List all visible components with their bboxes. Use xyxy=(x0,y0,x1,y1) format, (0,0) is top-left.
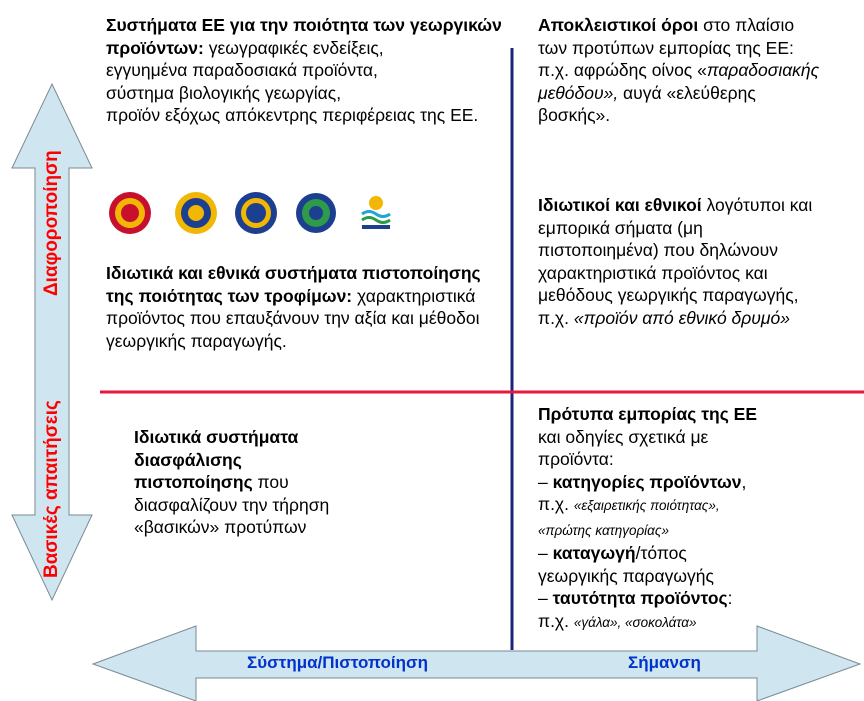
outermost-region-logo-icon xyxy=(361,196,391,229)
private-logos-example: «προϊόν από εθνικό δρυμό» xyxy=(573,307,790,328)
reserved-terms-text: Αποκλειστικοί όροι στο πλαίσιο των προτύ… xyxy=(538,14,828,127)
private-national-certification-text: Ιδιωτικά και εθνικά συστήματα πιστοποίησ… xyxy=(106,262,496,352)
horizontal-label-left: Σύστημα/Πιστοποίηση xyxy=(247,653,428,672)
marketing-standards-line3: προϊόντα: xyxy=(538,449,614,469)
marketing-standards-line2: και οδηγίες σχετικά με xyxy=(538,426,709,447)
item2-rest: /τόπος xyxy=(635,543,687,563)
marketing-standards-text: Πρότυπα εμπορίας της ΕΕ και οδηγίες σχετ… xyxy=(538,403,864,634)
vertical-label-top: Διαφοροποίηση xyxy=(41,150,62,296)
private-assurance-text: Ιδιωτικά συστήματα διασφάλισης πιστοποίη… xyxy=(134,426,344,539)
private-logos-title: Ιδιωτικοί και εθνικοί xyxy=(538,195,702,215)
item3-example: «γάλα», «σοκολάτα» xyxy=(573,614,697,630)
item3-dash: – xyxy=(538,588,553,608)
organic-seal-icon xyxy=(296,193,336,233)
item1-px: π.χ. xyxy=(538,494,574,514)
vertical-double-arrow xyxy=(11,82,93,602)
pdo-seal-icon xyxy=(109,192,151,234)
private-assurance-body: που διασφαλίζουν την τήρηση «βασικών» πρ… xyxy=(134,472,330,537)
eu-quality-schemes-geo: γεωγραφικές ενδείξεις, xyxy=(203,37,384,58)
private-logos-body: λογότυποι και εμπορικά σήματα (μη πιστοπ… xyxy=(538,195,813,328)
private-national-certification-title: Ιδιωτικά και εθνικά συστήματα πιστοποίησ… xyxy=(106,263,481,306)
item2-line2: γεωργικής παραγωγής xyxy=(538,565,714,586)
product-identity-label: ταυτότητα προϊόντος xyxy=(552,588,728,608)
vertical-label-bottom: Βασικές απαιτήσεις xyxy=(41,400,62,578)
reserved-terms-end: αυγά «ελεύθερης βοσκής». xyxy=(538,82,756,126)
horizontal-label-right: Σήμανση xyxy=(628,653,701,672)
item2-dash: – xyxy=(538,543,553,563)
product-categories-label: κατηγορίες προϊόντων xyxy=(552,471,742,492)
item1-example-2: «πρώτης κατηγορίας» xyxy=(538,522,669,538)
marketing-standards-title: Πρότυπα εμπορίας της ΕΕ xyxy=(538,404,758,424)
eu-quality-schemes-outermost: προϊόν εξόχως απόκεντρης περιφέρειας της… xyxy=(106,105,479,125)
item1-example-1: «εξαιρετικής ποιότητας», xyxy=(573,498,720,513)
horizontal-double-arrow xyxy=(91,625,862,701)
eu-quality-schemes-organic: σύστημα βιολογικής γεωργίας, xyxy=(106,82,342,103)
item1-end: , xyxy=(741,471,747,492)
eu-quality-schemes-title: Συστήματα ΕΕ για την ποιότητα των γεωργι… xyxy=(106,15,502,58)
private-national-certification-body: χαρακτηριστικά προϊόντος που επαυξάνουν … xyxy=(106,285,480,351)
origin-label: καταγωγή xyxy=(552,543,636,563)
item3-end: : xyxy=(727,588,733,608)
tsg-seal-icon xyxy=(175,192,217,234)
reserved-terms-body: στο πλαίσιο των προτύπων εμπορίας της ΕΕ… xyxy=(538,15,795,80)
reserved-terms-italic: παραδοσιακής μεθόδου», xyxy=(538,60,820,103)
eu-quality-schemes-text: Συστήματα ΕΕ για την ποιότητα των γεωργι… xyxy=(106,14,506,127)
reserved-terms-title: Αποκλειστικοί όροι xyxy=(538,15,699,35)
eu-quality-schemes-tsg: εγγυημένα παραδοσιακά προϊόντα, xyxy=(106,60,378,80)
private-logos-text: Ιδιωτικοί και εθνικοί λογότυποι και εμπο… xyxy=(538,194,828,329)
eu-quality-logos xyxy=(109,192,391,234)
private-assurance-title: Ιδιωτικά συστήματα διασφάλισης πιστοποίη… xyxy=(134,427,299,492)
item1-dash: – xyxy=(538,471,553,492)
item3-px: π.χ. xyxy=(538,610,574,631)
pgi-seal-icon xyxy=(235,192,277,234)
